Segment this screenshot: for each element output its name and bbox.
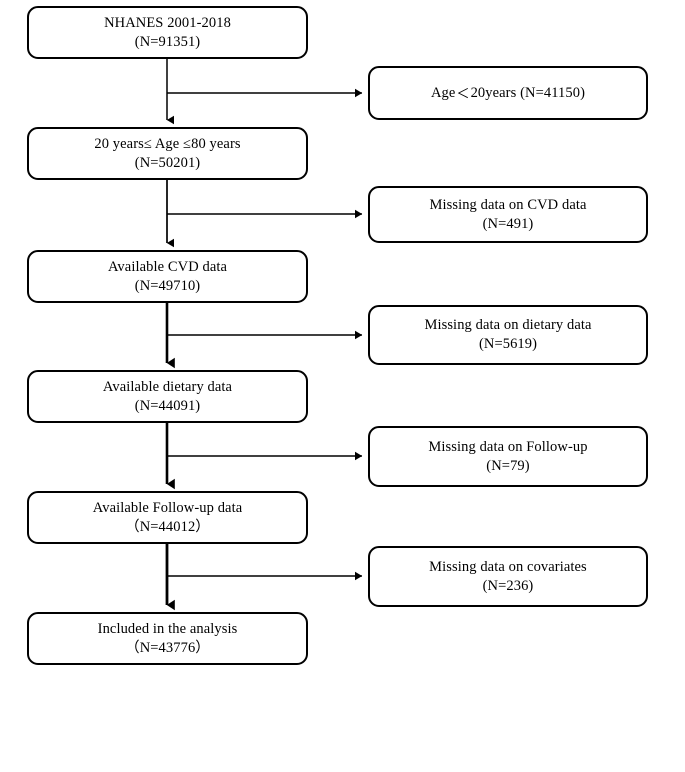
node-excl-age: Age＜20years (N=41150): [368, 66, 648, 120]
node-excl-dietary: Missing data on dietary data (N=5619): [368, 305, 648, 365]
node-excl-cvd-line-1: Missing data on CVD data: [429, 196, 587, 213]
node-age-range-line-1: 20 years≤ Age ≤80 years: [94, 135, 241, 152]
node-excl-dietary-line-1: Missing data on dietary data: [424, 317, 592, 334]
node-available-cvd-line-1: Available CVD data: [107, 258, 228, 275]
node-source-line-1: NHANES 2001-2018: [104, 14, 231, 31]
node-available-followup-line-1: Available Follow-up data: [92, 499, 243, 516]
node-source-line-2: (N=91351): [134, 33, 201, 50]
excl-age-suffix: 20years (N=41150): [470, 84, 585, 101]
node-available-followup-line-2: （N=44012）: [125, 518, 210, 535]
node-available-dietary-line-1: Available dietary data: [102, 378, 233, 395]
node-excl-followup-line-1: Missing data on Follow-up: [428, 438, 588, 455]
node-excl-dietary-line-2: (N=5619): [478, 336, 538, 352]
node-available-cvd-line-2: (N=49710): [134, 277, 201, 294]
less-than-icon: ＜: [456, 86, 470, 102]
node-available-followup: Available Follow-up data （N=44012）: [27, 491, 308, 544]
node-available-dietary-line-2: (N=44091): [134, 397, 201, 414]
node-excl-followup-line-2: (N=79): [486, 457, 530, 474]
node-age-range: 20 years≤ Age ≤80 years (N=50201): [27, 127, 308, 180]
node-excl-cvd-line-2: (N=491): [482, 215, 534, 232]
node-excl-followup: Missing data on Follow-up (N=79): [368, 426, 648, 487]
node-available-cvd: Available CVD data (N=49710): [27, 250, 308, 303]
node-excl-covariates: Missing data on covariates (N=236): [368, 546, 648, 607]
node-source: NHANES 2001-2018 (N=91351): [27, 6, 308, 59]
node-available-dietary: Available dietary data (N=44091): [27, 370, 308, 423]
node-excl-covariates-line-1: Missing data on covariates: [429, 558, 587, 575]
excl-age-prefix: Age: [430, 84, 456, 101]
node-included-line-1: Included in the analysis: [97, 620, 238, 637]
node-included-line-2: （N=43776）: [125, 639, 210, 656]
node-included: Included in the analysis （N=43776）: [27, 612, 308, 665]
node-excl-cvd: Missing data on CVD data (N=491): [368, 186, 648, 243]
node-excl-covariates-line-2: (N=236): [482, 577, 534, 594]
node-age-range-line-2: (N=50201): [134, 154, 201, 171]
node-excl-age-line-1: Age＜20years (N=41150): [431, 84, 585, 103]
